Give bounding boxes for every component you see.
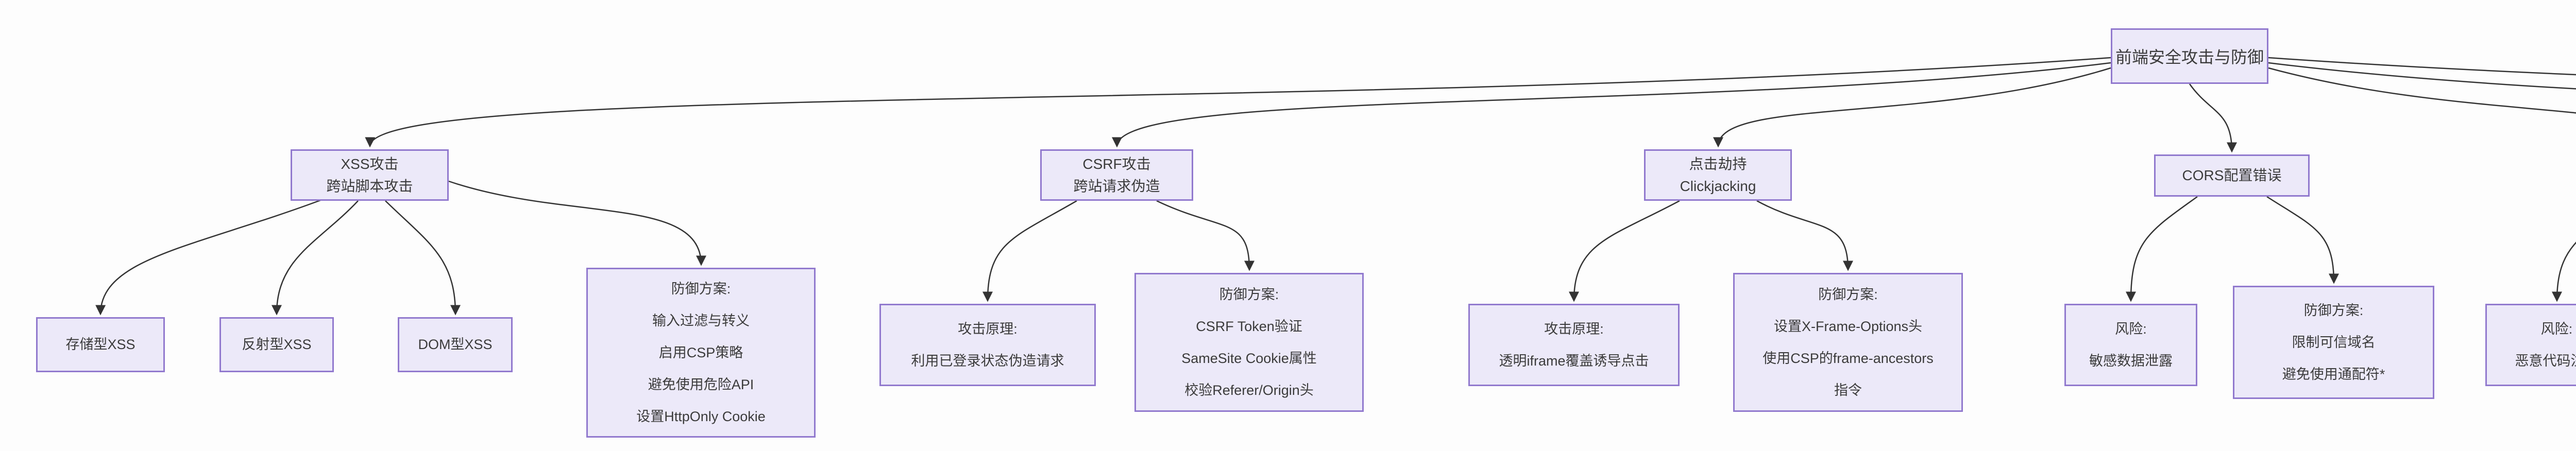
child-node-clickjacking-principle: 攻击原理: 透明iframe覆盖诱导点击 — [1468, 304, 1680, 386]
edge-clickjacking-principle — [1569, 200, 1680, 302]
leaf-label-line: 防御方案: — [1219, 286, 1279, 302]
leaf-label-line: 风险: — [2540, 321, 2573, 337]
branch-node-csrf: CSRF攻击 跨站请求伪造 — [1040, 149, 1193, 201]
branch-label-line: 跨站脚本攻击 — [326, 178, 413, 194]
branch-node-cors: CORS配置错误 — [2154, 154, 2310, 197]
leaf-label-line: 启用CSP策略 — [658, 344, 743, 360]
branch-label-line: CORS配置错误 — [2182, 167, 2282, 184]
leaf-label-line: 防御方案: — [1818, 286, 1878, 302]
child-node-xss-stored: 存储型XSS — [36, 317, 165, 372]
edge-root-clickjacking — [1713, 67, 2111, 148]
leaf-label-line: 攻击原理: — [1544, 321, 1604, 337]
edge-root-local-storage — [2268, 62, 2576, 90]
edge-xss-defense — [448, 180, 706, 266]
child-node-xss-dom: DOM型XSS — [398, 317, 513, 372]
leaf-label-line: 避免使用通配符* — [2282, 367, 2385, 383]
leaf-label-line: 恶意代码注入 — [2515, 353, 2576, 369]
leaf-label-line: 指令 — [1834, 383, 1862, 398]
edge-clickjacking-defense — [1756, 200, 1853, 271]
leaf-label-line: DOM型XSS — [418, 337, 493, 353]
child-node-csrf-principle: 攻击原理: 利用已登录状态伪造请求 — [879, 304, 1096, 386]
leaf-label-line: 透明iframe覆盖诱导点击 — [1499, 353, 1649, 369]
leaf-label-line: 反射型XSS — [242, 337, 312, 353]
edge-root-csrf — [1112, 62, 2111, 148]
leaf-label-line: CSRF Token验证 — [1196, 318, 1302, 334]
edge-third-party-risk — [2552, 241, 2576, 302]
leaf-label-line: 存储型XSS — [65, 337, 135, 353]
child-node-csrf-defense: 防御方案: CSRF Token验证 SameSite Cookie属性 校验R… — [1134, 273, 1364, 412]
leaf-label-line: 攻击原理: — [958, 321, 1018, 337]
edge-xss-dom — [385, 200, 461, 316]
edge-root-open-redirect — [2268, 57, 2576, 76]
leaf-label-line: 防御方案: — [2303, 302, 2364, 318]
leaf-label-line: 限制可信域名 — [2292, 334, 2376, 350]
root-label: 前端安全攻击与防御 — [2115, 48, 2264, 66]
leaf-label-line: 校验Referer/Origin头 — [1184, 383, 1314, 398]
edge-root-xss — [365, 57, 2111, 148]
branch-node-xss: XSS攻击 跨站脚本攻击 — [291, 149, 449, 201]
child-node-xss-defense: 防御方案: 输入过滤与转义 启用CSP策略 避免使用危险API 设置HttpOn… — [586, 268, 816, 438]
edge-cors-defense — [2266, 196, 2339, 284]
leaf-label-line: 使用CSP的frame-ancestors — [1762, 351, 1934, 366]
branch-label-line: 跨站请求伪造 — [1073, 178, 1160, 194]
edge-csrf-defense — [1156, 200, 1255, 271]
leaf-label-line: SameSite Cookie属性 — [1181, 351, 1317, 366]
child-node-cors-defense: 防御方案: 限制可信域名 避免使用通配符* — [2233, 286, 2434, 399]
leaf-label-line: 避免使用危险API — [648, 377, 754, 393]
leaf-label-line: 输入过滤与转义 — [652, 313, 750, 328]
edge-csrf-principle — [982, 200, 1077, 302]
leaf-label-line: 设置HttpOnly Cookie — [636, 409, 766, 425]
child-node-xss-reflected: 反射型XSS — [219, 317, 334, 372]
child-node-cors-risk: 风险: 敏感数据泄露 — [2064, 304, 2197, 386]
leaf-label-line: 敏感数据泄露 — [2089, 353, 2173, 369]
branch-label-line: XSS攻击 — [341, 155, 399, 172]
edge-root-cors — [2189, 83, 2237, 153]
leaf-label-line: 防御方案: — [671, 281, 731, 297]
branch-label-line: 点击劫持 — [1689, 155, 1747, 172]
root-node: 前端安全攻击与防御 — [2111, 28, 2268, 84]
edge-xss-stored — [95, 198, 325, 316]
branch-node-clickjacking: 点击劫持 Clickjacking — [1644, 149, 1792, 201]
leaf-label-line: 设置X-Frame-Options头 — [1773, 318, 1923, 334]
child-node-third-party-risk: 风险: 恶意代码注入 — [2485, 304, 2576, 386]
edge-root-third-party — [2268, 67, 2576, 114]
branch-label-line: Clickjacking — [1680, 178, 1756, 194]
branch-label-line: CSRF攻击 — [1082, 155, 1151, 172]
edge-xss-reflected — [272, 200, 359, 316]
edge-cors-risk — [2126, 196, 2198, 302]
leaf-label-line: 风险: — [2115, 321, 2147, 337]
leaf-label-line: 利用已登录状态伪造请求 — [911, 353, 1064, 369]
child-node-clickjacking-defense: 防御方案: 设置X-Frame-Options头 使用CSP的frame-anc… — [1733, 273, 1963, 412]
